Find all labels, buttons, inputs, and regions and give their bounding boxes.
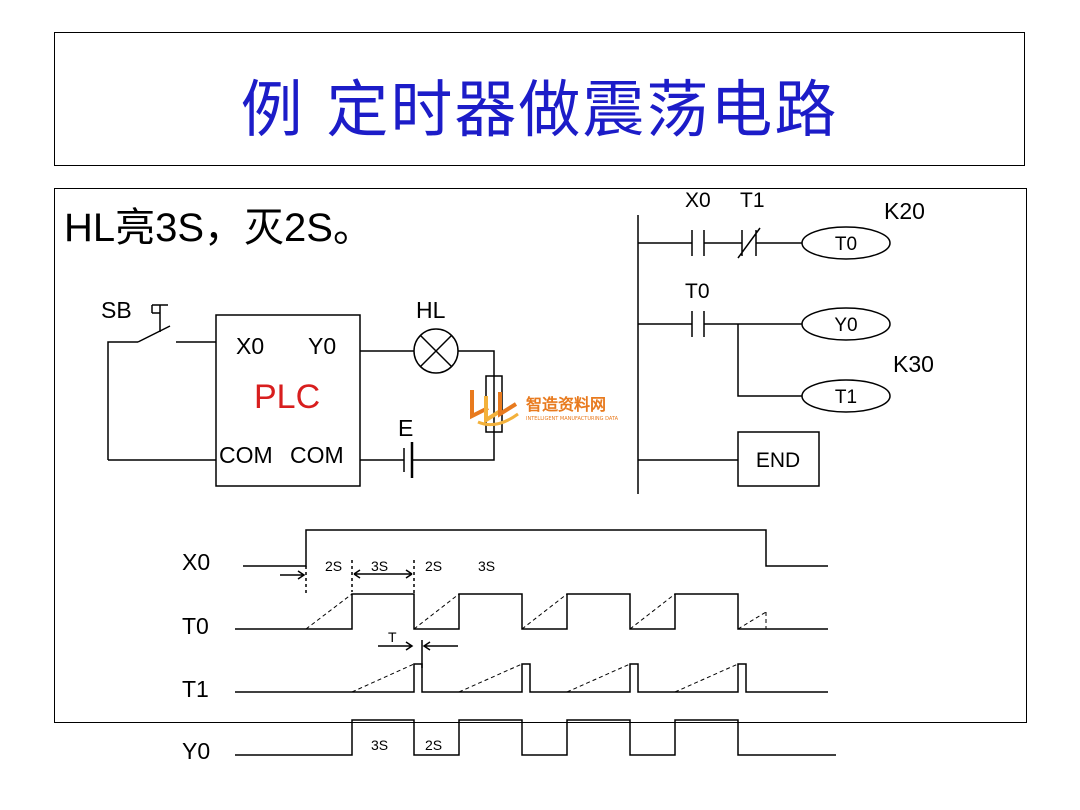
plc-output-terminal: Y0 bbox=[308, 333, 336, 359]
wiring-diagram: SB X0 Y0 PLC COM COM HL E bbox=[101, 297, 503, 487]
spec-text: HL亮3S，灭2S。 bbox=[64, 206, 373, 250]
t1-setting: K30 bbox=[893, 351, 934, 377]
contact-t1-nc bbox=[737, 227, 761, 259]
timing-diagram: X0 T0 T1 Y0 2S 3S 2S 3S T 3S 2S bbox=[182, 529, 836, 764]
lamp-icon bbox=[413, 328, 459, 374]
plc-com-terminal-2: COM bbox=[290, 442, 344, 468]
interval-arrow bbox=[353, 569, 413, 579]
interval-label-1: 2S bbox=[325, 558, 342, 574]
interval-label-3: 2S bbox=[425, 558, 442, 574]
t1-timing-ramps bbox=[351, 663, 739, 693]
contact-x0-no bbox=[691, 230, 705, 256]
plc-box bbox=[215, 314, 361, 487]
coil-y0 bbox=[801, 307, 891, 341]
battery-icon bbox=[403, 442, 414, 478]
coil-t1 bbox=[801, 379, 891, 413]
watermark-mark-icon bbox=[470, 390, 519, 427]
timing-label-x0: X0 bbox=[182, 549, 210, 575]
plc-label: PLC bbox=[254, 378, 320, 416]
t0-timing-ramps bbox=[305, 593, 767, 630]
waveform-y0 bbox=[235, 719, 836, 756]
rung2-contact-label: T0 bbox=[685, 280, 710, 303]
timing-label-t0: T0 bbox=[182, 613, 209, 639]
coil-y0-label: Y0 bbox=[834, 315, 857, 336]
scan-delay-label: T bbox=[388, 629, 397, 645]
rung2-branch-wire bbox=[737, 324, 802, 397]
y0-interval-label-1: 3S bbox=[371, 737, 388, 753]
watermark-text-cn: 智造资料网 bbox=[526, 395, 606, 414]
content-box bbox=[54, 188, 1027, 723]
coil-t1-label: T1 bbox=[835, 387, 857, 408]
waveform-t1 bbox=[235, 663, 828, 693]
coil-t0 bbox=[801, 226, 891, 260]
interval-label-4: 3S bbox=[478, 558, 495, 574]
y0-interval-label-2: 2S bbox=[425, 737, 442, 753]
ladder-diagram: X0 T1 T0 K20 T0 Y0 T1 K30 END bbox=[637, 189, 934, 494]
t0-setting: K20 bbox=[884, 198, 925, 224]
rung1-contact2-label: T1 bbox=[740, 189, 765, 212]
contact-t0-no bbox=[691, 311, 705, 337]
coil-t0-label: T0 bbox=[835, 234, 857, 255]
push-button-switch bbox=[107, 304, 216, 461]
switch-label: SB bbox=[101, 297, 132, 323]
end-box bbox=[737, 431, 820, 487]
timing-label-t1: T1 bbox=[182, 676, 209, 702]
title-box: 例 定时器做震荡电路 bbox=[54, 32, 1025, 166]
waveform-x0 bbox=[243, 529, 828, 567]
timing-label-y0: Y0 bbox=[182, 738, 210, 764]
supply-label: E bbox=[398, 415, 413, 441]
plc-com-terminal-1: COM bbox=[219, 442, 273, 468]
end-label: END bbox=[756, 449, 800, 472]
interval-label-2: 3S bbox=[371, 558, 388, 574]
plc-input-terminal: X0 bbox=[236, 333, 264, 359]
rung1-contact1-label: X0 bbox=[685, 189, 711, 212]
scan-delay-arrows bbox=[378, 640, 458, 668]
watermark-logo: 智造资料网 INTELLIGENT MANUFACTURING DATA bbox=[470, 390, 619, 427]
x0-arrow bbox=[280, 570, 306, 580]
watermark-text-en: INTELLIGENT MANUFACTURING DATA bbox=[526, 416, 619, 422]
lamp-label: HL bbox=[416, 297, 446, 323]
waveform-t0 bbox=[235, 593, 828, 630]
lamp-wire bbox=[458, 350, 495, 376]
page-title: 例 定时器做震荡电路 bbox=[240, 73, 839, 146]
return-wire bbox=[412, 432, 495, 461]
